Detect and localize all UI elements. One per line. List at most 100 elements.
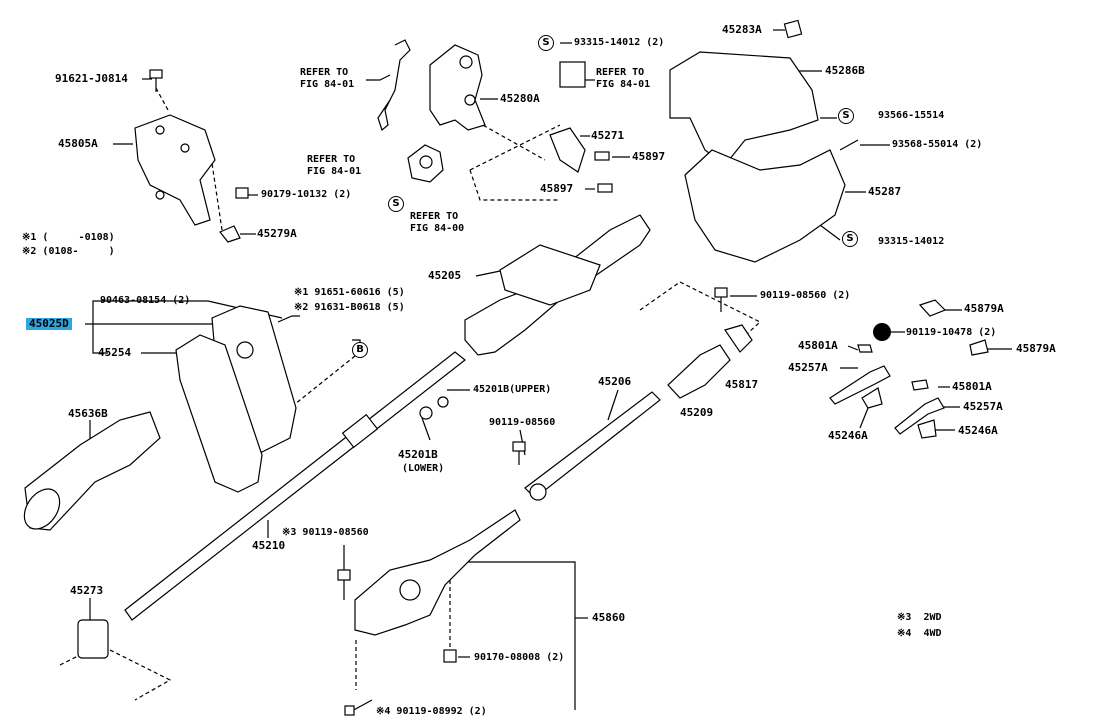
part-label-45280a: 45280A (500, 92, 540, 105)
part-label-45271: 45271 (591, 129, 625, 142)
bolt-45801a-icon (857, 344, 873, 353)
part-label-45801a-2: 45801A (952, 380, 992, 393)
bolt-45801a-icon (911, 379, 929, 391)
part-label-93315b: 93315-14012 (878, 236, 945, 247)
part-label-90119e: ※4 90119-08992 (2) (376, 706, 487, 717)
part-label-45206: 45206 (598, 375, 632, 388)
part-label-45254: 45254 (98, 346, 132, 359)
part-label-45801a-1: 45801A (798, 339, 838, 352)
s-symbol-icon: S (388, 196, 404, 212)
bracket-45805a-shape (134, 114, 216, 226)
refer-label-3: REFER TO FIG 84-01 (307, 154, 362, 177)
part-label-45279a: 45279A (257, 227, 297, 240)
part-label-91631: ※2 91631-B0618 (5) (294, 302, 405, 313)
part-45271-shape (549, 127, 586, 173)
gear-45273-shape (77, 619, 109, 659)
part-label-45897a: 45897 (632, 150, 666, 163)
lower-caption: (LOWER) (402, 463, 445, 474)
gasket-45254-shape (175, 334, 263, 493)
part-label-45209: 45209 (680, 406, 714, 419)
clip-45879a-icon (918, 299, 947, 317)
part-label-45273: 45273 (70, 584, 104, 597)
relay-part-icon (559, 61, 586, 88)
leader-line (421, 417, 431, 441)
s-symbol-icon: S (838, 108, 854, 124)
part-45283a-shape (783, 19, 803, 39)
dashed-leader (469, 169, 560, 201)
part-45817-shape (724, 324, 753, 353)
part-label-45287: 45287 (868, 185, 902, 198)
bolt-90119-icon (714, 287, 728, 312)
column-bracket-shape (499, 244, 601, 306)
part-label-45879a-2: 45879A (1016, 342, 1056, 355)
part-label-90179: 90179-10132 (2) (261, 189, 352, 200)
refer-label-4: REFER TO FIG 84-00 (410, 211, 465, 234)
part-label-93315a: 93315-14012 (2) (574, 37, 665, 48)
dashed-leader (155, 87, 169, 111)
shaft-coupler-shape (341, 413, 379, 449)
harness-shape (377, 39, 411, 132)
bracket-line (92, 300, 208, 354)
part-label-45283a: 45283A (722, 23, 762, 36)
note-3: ※3 2WD (897, 612, 942, 623)
bulb-45897-icon (594, 151, 610, 161)
part-label-90119a: 90119-08560 (2) (760, 290, 851, 301)
note-1: ※1 ( -0108) (22, 232, 115, 243)
shaft-45210-shape (124, 351, 466, 621)
part-label-45805a: 45805A (58, 137, 98, 150)
part-label-45205: 45205 (428, 269, 462, 282)
part-label-90119b: 90119-10478 (2) (906, 327, 997, 338)
lever-45257a-shape (894, 397, 945, 435)
s-symbol-icon: S (842, 231, 858, 247)
bolt-90119-center-icon (512, 441, 526, 465)
part-label-45879a-1: 45879A (964, 302, 1004, 315)
part-label-90463: 90463-08154 (2) (100, 295, 191, 306)
bolt-bottom-icon (337, 569, 351, 600)
part-label-45817: 45817 (725, 378, 759, 391)
cover-45287-shape (684, 149, 846, 263)
part-label-91621: 91621-J0814 (55, 72, 128, 85)
part-label-90119c: 90119-08560 (489, 417, 556, 428)
part-label-93566: 93566-15514 (878, 110, 945, 121)
part-label-45257a-2: 45257A (963, 400, 1003, 413)
part-label-45246a-1: 45246A (828, 429, 868, 442)
part-label-45025d-highlighted[interactable]: 45025D (26, 318, 72, 330)
joint-45209-shape (667, 344, 731, 399)
note-2: ※2 (0108- ) (22, 246, 115, 257)
lever-45257a-shape (829, 365, 891, 405)
bushing-lower-icon (419, 406, 433, 420)
part-label-45860: 45860 (592, 611, 626, 624)
part-label-45210: 45210 (252, 539, 286, 552)
leader-line (847, 345, 859, 351)
part-label-45286b: 45286B (825, 64, 865, 77)
part-label-45201b-lower: 45201B (398, 448, 438, 461)
nut-90170-icon (443, 649, 457, 663)
part-45246a-shape (917, 419, 937, 439)
b-symbol-icon: B (352, 342, 368, 358)
refer-label-1: REFER TO FIG 84-01 (300, 67, 355, 90)
switch-45280a-shape (429, 44, 486, 131)
dashed-leader (469, 124, 561, 171)
leader-line (607, 389, 619, 421)
cover-45286b-shape (669, 51, 819, 166)
part-label-45246a-2: 45246A (958, 424, 998, 437)
bolt-4wd-icon (344, 699, 373, 716)
screw-93568-icon (839, 139, 859, 151)
part-label-45201b-upper: 45201B(UPPER) (473, 384, 552, 395)
nut-90179-icon (235, 187, 249, 199)
clip-45879a-icon (969, 339, 989, 356)
part-45246a-shape (861, 387, 883, 409)
joint-45860-shape (354, 509, 521, 636)
part-label-90119d: ※3 90119-08560 (282, 527, 369, 538)
part-label-45636b: 45636B (68, 407, 108, 420)
bolt-91621-icon (149, 69, 163, 92)
leader-line (366, 74, 391, 81)
part-label-45257a-1: 45257A (788, 361, 828, 374)
shaft-45206-shape (524, 391, 661, 499)
s-symbol-icon: S (538, 35, 554, 51)
note-4: ※4 4WD (897, 628, 942, 639)
part-label-45897b: 45897 (540, 182, 574, 195)
part-label-93568: 93568-55014 (2) (892, 139, 983, 150)
bushing-upper-icon (437, 396, 449, 408)
